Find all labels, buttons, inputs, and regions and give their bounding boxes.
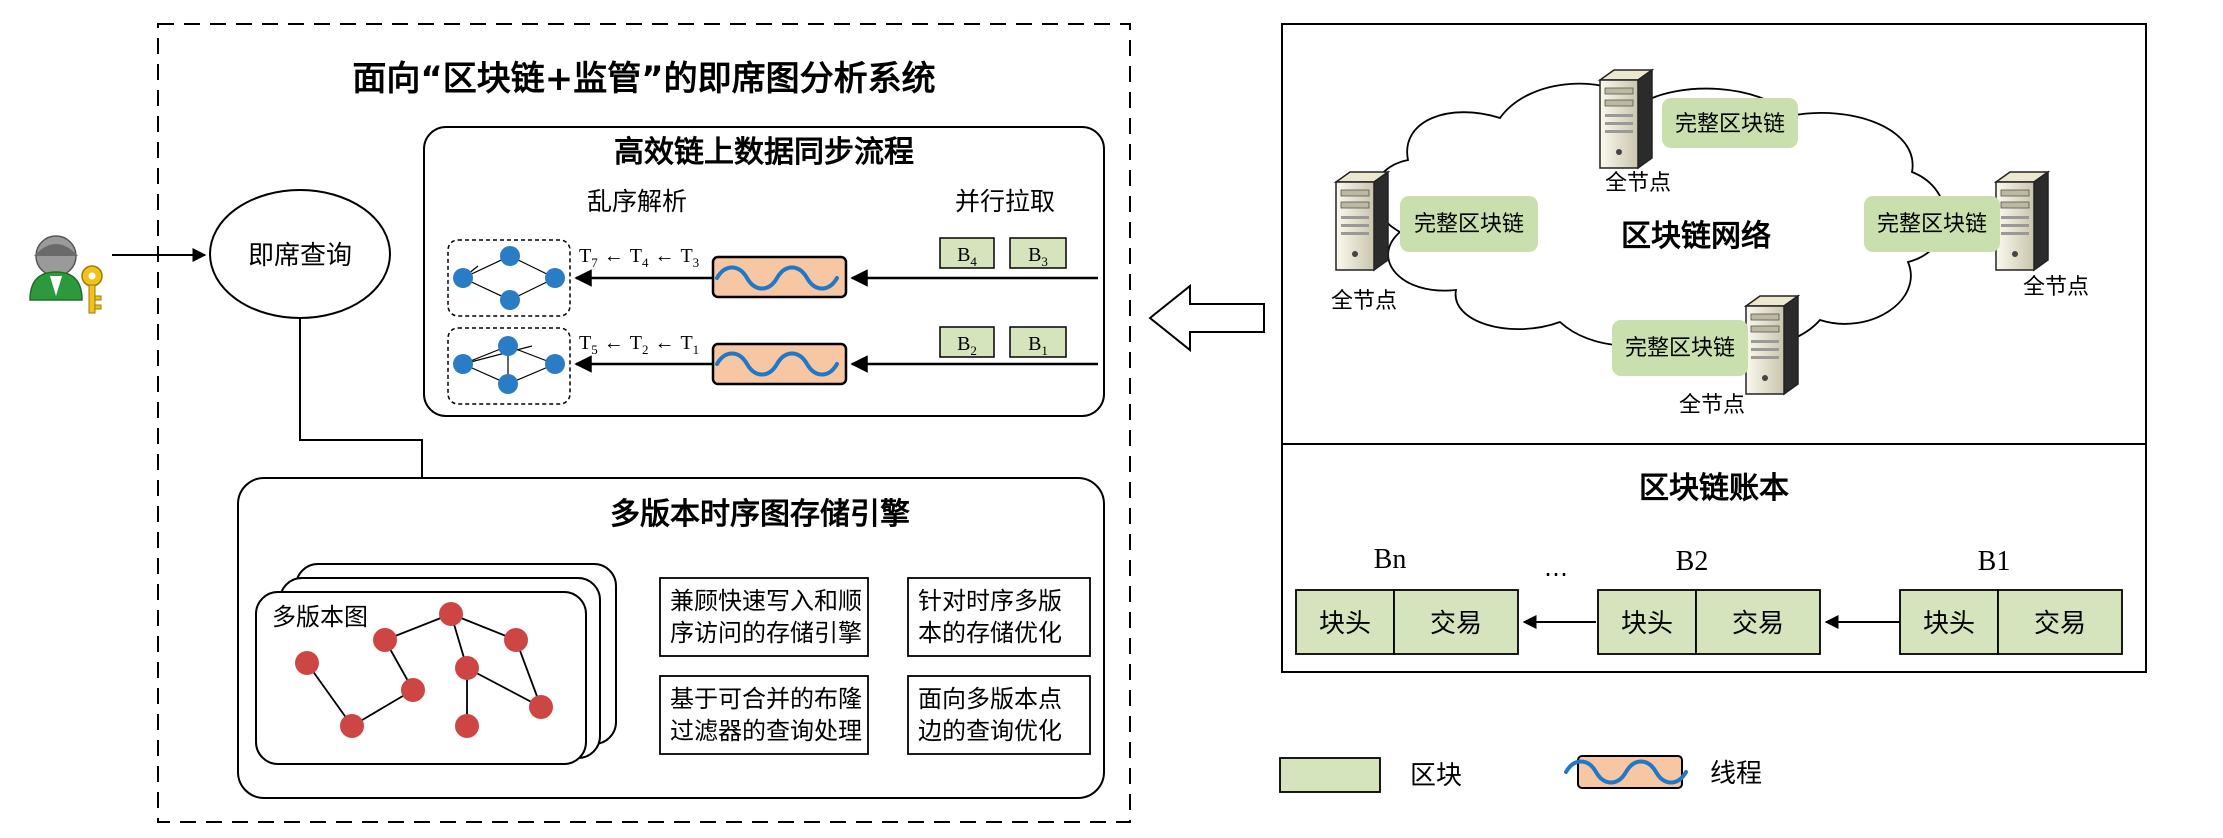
feature-box-write-seq[interactable]: 兼顾快速写入和顺 序访问的存储引擎 (659, 577, 869, 657)
graph-vertex (504, 628, 528, 652)
ledger-ellipsis: … (1544, 554, 1568, 582)
tx-node (453, 354, 473, 374)
network-title: 区块链网络 (1621, 219, 1771, 254)
parallel-fetch-label: 并行拉取 (955, 187, 1055, 216)
feature-box-vertex-edge-opt[interactable]: 面向多版本点 边的查询优化 (907, 675, 1091, 755)
svg-text:兼顾快速写入和顺: 兼顾快速写入和顺 (670, 587, 862, 615)
svg-text:完整区块链: 完整区块链 (1414, 212, 1524, 237)
svg-text:交易: 交易 (2034, 609, 2086, 639)
block-chip (939, 326, 995, 358)
block-chip (1009, 237, 1067, 269)
svg-text:边的查询优化: 边的查询优化 (918, 717, 1062, 745)
ledger-block-bn[interactable]: Bn 块头 交易 (1295, 544, 1519, 655)
data-flow-hollow-arrow (1148, 283, 1265, 353)
feature-box-temporal-opt[interactable]: 针对时序多版 本的存储优化 (907, 577, 1091, 657)
ledger-title: 区块链账本 (1639, 471, 1789, 506)
tx-node (453, 268, 473, 288)
full-chain-badge (1662, 98, 1798, 148)
full-node-label: 全节点 (1605, 171, 1671, 196)
graph-vertex (340, 714, 364, 738)
graph-vertex (373, 628, 397, 652)
server-icon (1335, 171, 1389, 271)
svg-text:B2: B2 (1676, 546, 1709, 577)
full-chain-badge (1864, 196, 2000, 252)
tx-node (500, 290, 520, 310)
graph-vertex (455, 714, 479, 738)
svg-text:面向多版本点: 面向多版本点 (918, 685, 1062, 713)
sync-row-2: T5←T2←T1 B2 B1 (447, 326, 1098, 405)
tx-node (498, 374, 518, 394)
svg-text:序访问的存储引擎: 序访问的存储引擎 (670, 619, 862, 647)
svg-text:B2: B2 (957, 333, 977, 358)
sync-title: 高效链上数据同步流程 (614, 135, 914, 170)
tx-node (545, 354, 565, 374)
tx-graph-box (447, 327, 571, 405)
tx-node (500, 246, 520, 266)
graph-vertex (295, 651, 319, 675)
out-of-order-parse-label: 乱序解析 (587, 187, 687, 216)
full-chain-badge (1400, 196, 1538, 252)
thread-box (711, 342, 848, 386)
full-node-label: 全节点 (1331, 289, 1397, 314)
graph-vertex (439, 602, 463, 626)
legend-thread-label: 线程 (1710, 759, 1762, 789)
svg-text:B3: B3 (1028, 244, 1048, 269)
svg-text:B1: B1 (1028, 333, 1048, 358)
full-node-label: 全节点 (1679, 393, 1745, 418)
svg-text:交易: 交易 (1430, 609, 1482, 639)
graph-vertex (529, 695, 553, 719)
legend-block-label: 区块 (1410, 761, 1462, 791)
ledger-block-b2[interactable]: B2 块头 交易 (1597, 546, 1821, 655)
svg-text:基于可合并的布隆: 基于可合并的布隆 (670, 685, 862, 713)
svg-text:过滤器的查询处理: 过滤器的查询处理 (670, 717, 862, 745)
svg-text:Bn: Bn (1374, 544, 1407, 575)
key-icon (81, 265, 103, 314)
tx-sequence: T5←T2←T1 (579, 332, 699, 357)
svg-text:块头: 块头 (1319, 609, 1371, 639)
full-chain-badge (1612, 320, 1748, 376)
full-node-label: 全节点 (2023, 275, 2089, 300)
server-icon (1599, 69, 1653, 169)
query-label: 即席查询 (248, 241, 352, 271)
svg-text:块头: 块头 (1923, 609, 1975, 639)
tx-graph-box (447, 239, 571, 317)
multi-version-graph-label: 多版本图 (272, 603, 368, 631)
storage-title: 多版本时序图存储引擎 (610, 497, 910, 532)
svg-text:B1: B1 (1978, 546, 2011, 577)
svg-text:本的存储优化: 本的存储优化 (918, 619, 1062, 647)
system-title: 面向“区块链+监管”的即席图分析系统 (352, 59, 935, 99)
server-icon (1995, 171, 2049, 271)
server-icon (1745, 295, 1799, 395)
block-chip (1009, 326, 1067, 358)
sync-row-1: T7←T4←T3 B4 B3 (447, 237, 1098, 317)
legend-block-swatch (1279, 757, 1381, 793)
graph-vertex (401, 678, 425, 702)
legend: 区块 线程 (1279, 755, 1762, 793)
tx-sequence: T7←T4←T3 (579, 245, 699, 270)
tx-node (498, 336, 518, 356)
svg-text:交易: 交易 (1732, 609, 1784, 639)
svg-text:完整区块链: 完整区块链 (1877, 212, 1987, 237)
svg-text:B4: B4 (957, 244, 977, 269)
svg-text:针对时序多版: 针对时序多版 (918, 587, 1062, 615)
tx-node (545, 268, 565, 288)
ledger-block-b1[interactable]: B1 块头 交易 (1899, 546, 2123, 655)
feature-box-bloom-query[interactable]: 基于可合并的布隆 过滤器的查询处理 (659, 675, 869, 755)
block-chip (939, 237, 995, 269)
svg-text:块头: 块头 (1621, 609, 1673, 639)
graph-vertex (455, 656, 479, 680)
svg-text:完整区块链: 完整区块链 (1625, 336, 1735, 361)
user-icon (29, 235, 83, 301)
svg-text:完整区块链: 完整区块链 (1675, 112, 1785, 137)
